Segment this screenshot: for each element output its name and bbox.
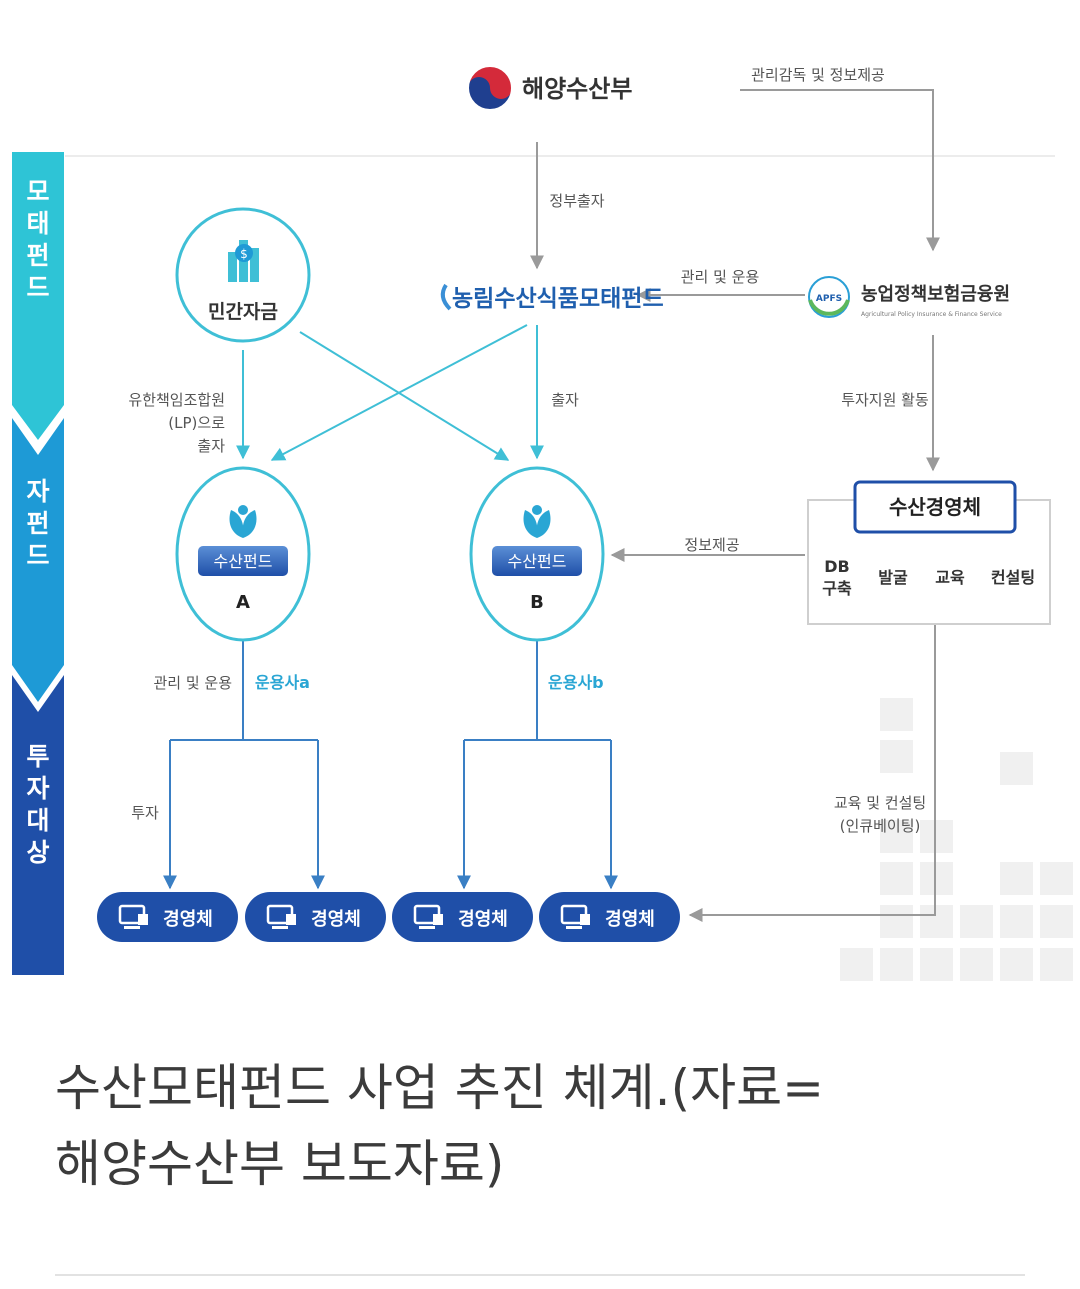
entity-pill: 경영체 [539,892,680,942]
computer-icon [560,904,590,929]
label-mgmt-operation-top: 관리 및 운용 [681,268,760,286]
label-edu-consult-2: (인큐베이팅) [840,817,921,835]
entity-pills: 경영체 경영체 경영체 [97,892,680,942]
computer-icon [266,904,296,929]
label-contribution: 출자 [551,391,579,409]
entity-pill: 경영체 [245,892,386,942]
mother-fund-node: 농림수산식품모태펀드 [440,283,664,312]
label-lp-1: 유한책임조합원 [128,391,225,409]
fund-a-badge: 수산펀드 [214,552,273,571]
label-lp-2: (LP)으로 [168,414,225,432]
mother-fund-logo-icon [440,283,452,311]
label-info-provide: 정보제공 [684,536,739,554]
leaf-icon [523,505,551,538]
apfs-node: APFS 농업정책보험금융원 Agricultural Policy Insur… [808,276,1010,318]
label-edu-consult-1: 교육 및 컨설팅 [834,794,926,812]
caption-line-2: 해양수산부 보도자료) [55,1135,505,1193]
bottom-divider [55,1274,1025,1276]
apfs-name: 농업정책보험금융원 [861,283,1010,305]
svg-text:$: $ [240,247,248,261]
stage-sub-fund [12,418,64,702]
fund-b-node: 수산펀드 B [469,466,605,642]
suhsan-entity-title: 수산경영체 [889,495,981,519]
entity-label: 경영체 [605,909,655,930]
label-lp-3: 출자 [197,437,225,455]
entity-label: 경영체 [311,909,361,930]
money-icon: $ [228,240,259,282]
figure-caption: 수산모태펀드 사업 추진 체계.(자료= 해양수산부 보도자료) [55,1050,1035,1202]
fund-a-node: 수산펀드 A [175,466,311,642]
label-mgmt-supervision: 관리감독 및 정보제공 [751,66,885,84]
private-capital-node: $ 민간자금 [175,207,311,343]
private-capital-label: 민간자금 [208,301,278,323]
apfs-badge: APFS [816,294,842,304]
label-operator-a: 운용사a [255,673,310,692]
service-db: DB [824,557,849,576]
stage-investment-target [12,675,64,975]
fund-b-letter: B [530,592,544,613]
fund-b-badge: 수산펀드 [508,552,567,571]
fund-a-letter: A [236,592,250,613]
label-invest: 투자 [131,804,159,822]
stage-mother-fund [12,152,64,440]
ministry-name: 해양수산부 [522,75,632,103]
apfs-subtitle: Agricultural Policy Insurance & Finance … [861,311,1002,318]
service-db-2: 구축 [822,579,852,598]
entity-pill: 경영체 [392,892,533,942]
entity-label: 경영체 [163,909,213,930]
entity-pill: 경영체 [97,892,238,942]
computer-icon [413,904,443,929]
service-consulting: 컨설팅 [991,568,1035,587]
label-gov-contribution: 정부출자 [549,192,604,210]
service-education: 교육 [935,568,965,587]
entity-label: 경영체 [458,909,508,930]
label-investment-support: 투자지원 활동 [841,391,929,409]
ministry-logo [467,65,513,111]
suhsan-entity-node: 수산경영체 DB 구축 발굴 교육 컨설팅 [807,480,1051,625]
computer-icon [118,904,148,929]
service-discovery: 발굴 [878,568,908,587]
connectors [163,89,940,922]
mother-fund-label: 농림수산식품모태펀드 [452,286,664,312]
label-mgmt-operation-left: 관리 및 운용 [153,674,232,692]
label-operator-b: 운용사b [548,673,604,692]
caption-line-1: 수산모태펀드 사업 추진 체계.(자료= [55,1059,824,1117]
background-squares [840,698,1073,981]
leaf-icon [229,505,257,538]
